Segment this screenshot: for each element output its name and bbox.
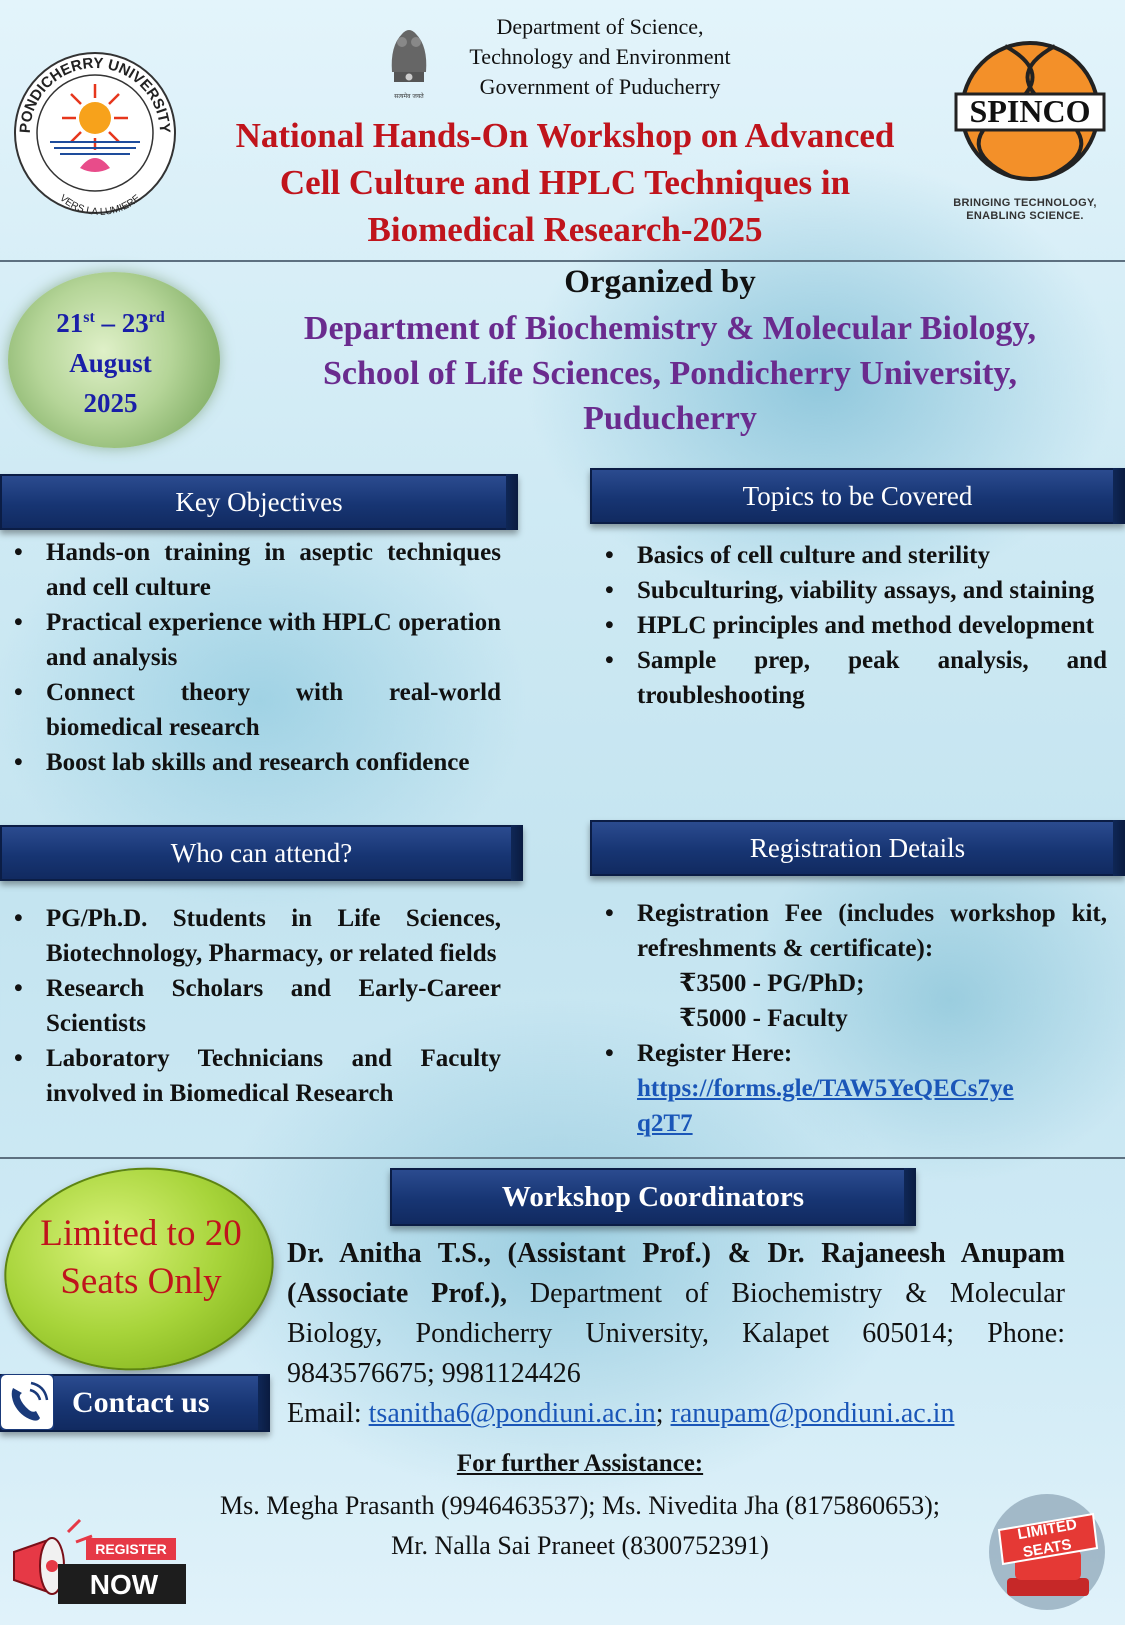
list-item: Hands-on training in aseptic techniques … — [6, 535, 501, 605]
fee-pg: ₹3500 - PG/PhD; — [679, 970, 865, 997]
attend-list: PG/Ph.D. Students in Life Sciences, Biot… — [6, 901, 501, 1111]
registration-list: Registration Fee (includes workshop kit,… — [597, 896, 1107, 1141]
lotus-icon — [80, 158, 110, 172]
limited-seats-text: Limited to 20 Seats Only — [40, 1213, 242, 1302]
organized-by-label: Organized by — [564, 264, 756, 300]
list-item: PG/Ph.D. Students in Life Sciences, Biot… — [6, 901, 501, 971]
emblem-motto: सत्यमेव जयते — [394, 92, 424, 100]
national-emblem-icon: सत्यमेव जयते — [391, 30, 427, 100]
list-item: Laboratory Technicians and Faculty invol… — [6, 1041, 501, 1111]
assistance-contacts: Ms. Megha Prasanth (9946463537); Ms. Niv… — [220, 1491, 940, 1560]
dept-line: Department of Science, — [496, 14, 704, 39]
phone-icon — [0, 1374, 54, 1430]
topics-list: Basics of cell culture and sterility Sub… — [597, 538, 1107, 713]
email-link-rajaneesh[interactable]: ranupam@pondiuni.ac.in — [670, 1398, 955, 1429]
list-item: Research Scholars and Early-Career Scien… — [6, 971, 501, 1041]
list-item: Boost lab skills and research confidence — [6, 745, 501, 780]
key-objectives-banner: Key Objectives — [0, 474, 518, 530]
fee-faculty: ₹5000 - Faculty — [679, 1005, 848, 1032]
dept-line: Government of Puducherry — [479, 74, 721, 99]
list-item: Sample prep, peak analysis, and troubles… — [597, 643, 1107, 713]
sun-icon — [62, 84, 128, 150]
event-month: August — [69, 348, 152, 378]
coordinators-details: Dr. Anitha T.S., (Assistant Prof.) & Dr.… — [287, 1238, 1065, 1429]
bottom-divider — [0, 1157, 1125, 1159]
event-date: 21st – 23rd August 2025 — [8, 298, 213, 423]
list-item: Register Here: https://forms.gle/TAW5YeQ… — [597, 1036, 1107, 1141]
list-item: Connect theory with real-world biomedica… — [6, 675, 501, 745]
spinco-tagline: BRINGING TECHNOLOGY, ENABLING SCIENCE. — [953, 197, 1097, 222]
who-can-attend-banner: Who can attend? — [0, 825, 523, 881]
spinco-logo: SPINCO — [954, 41, 1106, 181]
organizer-name: Department of Biochemistry & Molecular B… — [303, 310, 1037, 437]
dept-line: Technology and Environment — [469, 44, 731, 69]
coordinator-names: Dr. Anitha T.S., (Assistant Prof.) & Dr.… — [287, 1238, 1065, 1309]
coordinator-address: Department of Biochemistry & Molecular B… — [287, 1278, 1065, 1389]
water-waves-icon — [50, 141, 140, 155]
date-cell-graphic — [8, 272, 220, 448]
list-item: Practical experience with HPLC operation… — [6, 605, 501, 675]
workshop-title: National Hands-On Workshop on Advanced C… — [180, 112, 950, 253]
list-item: Registration Fee (includes workshop kit,… — [597, 896, 1107, 1036]
register-label: Register Here: — [637, 1040, 793, 1067]
objectives-list: Hands-on training in aseptic techniques … — [6, 535, 501, 780]
department-header: Department of Science, Technology and En… — [440, 12, 760, 102]
event-year: 2025 — [83, 388, 138, 418]
further-assistance-heading: For further Assistance: — [456, 1450, 704, 1477]
limited-seats-icon: LIMITED SEATS — [989, 1494, 1105, 1610]
pondicherry-university-logo: PONDICHERRY UNIVERSITY VERS LA LUMIERE — [14, 52, 176, 218]
title-line: National Hands-On Workshop on Advanced — [235, 116, 895, 155]
svg-text:REGISTER: REGISTER — [95, 1541, 167, 1557]
list-item: Basics of cell culture and sterility — [597, 538, 1107, 573]
registration-fee-text: Registration Fee (includes workshop kit,… — [637, 900, 1107, 962]
svg-text:NOW: NOW — [90, 1569, 159, 1600]
coordinators-banner: Workshop Coordinators — [390, 1168, 916, 1226]
topics-banner: Topics to be Covered — [590, 468, 1125, 524]
registration-banner: Registration Details — [590, 820, 1125, 876]
spinco-wordmark: SPINCO — [970, 93, 1091, 129]
title-line: Biomedical Research-2025 — [367, 210, 763, 249]
list-item: HPLC principles and method development — [597, 608, 1107, 643]
list-item: Subculturing, viability assays, and stai… — [597, 573, 1107, 608]
register-now-badge[interactable]: REGISTER NOW — [8, 1512, 193, 1620]
email-link-anitha[interactable]: tsanitha6@pondiuni.ac.in — [368, 1398, 656, 1429]
header-divider — [0, 260, 1125, 262]
title-line: Cell Culture and HPLC Techniques in — [279, 163, 851, 202]
